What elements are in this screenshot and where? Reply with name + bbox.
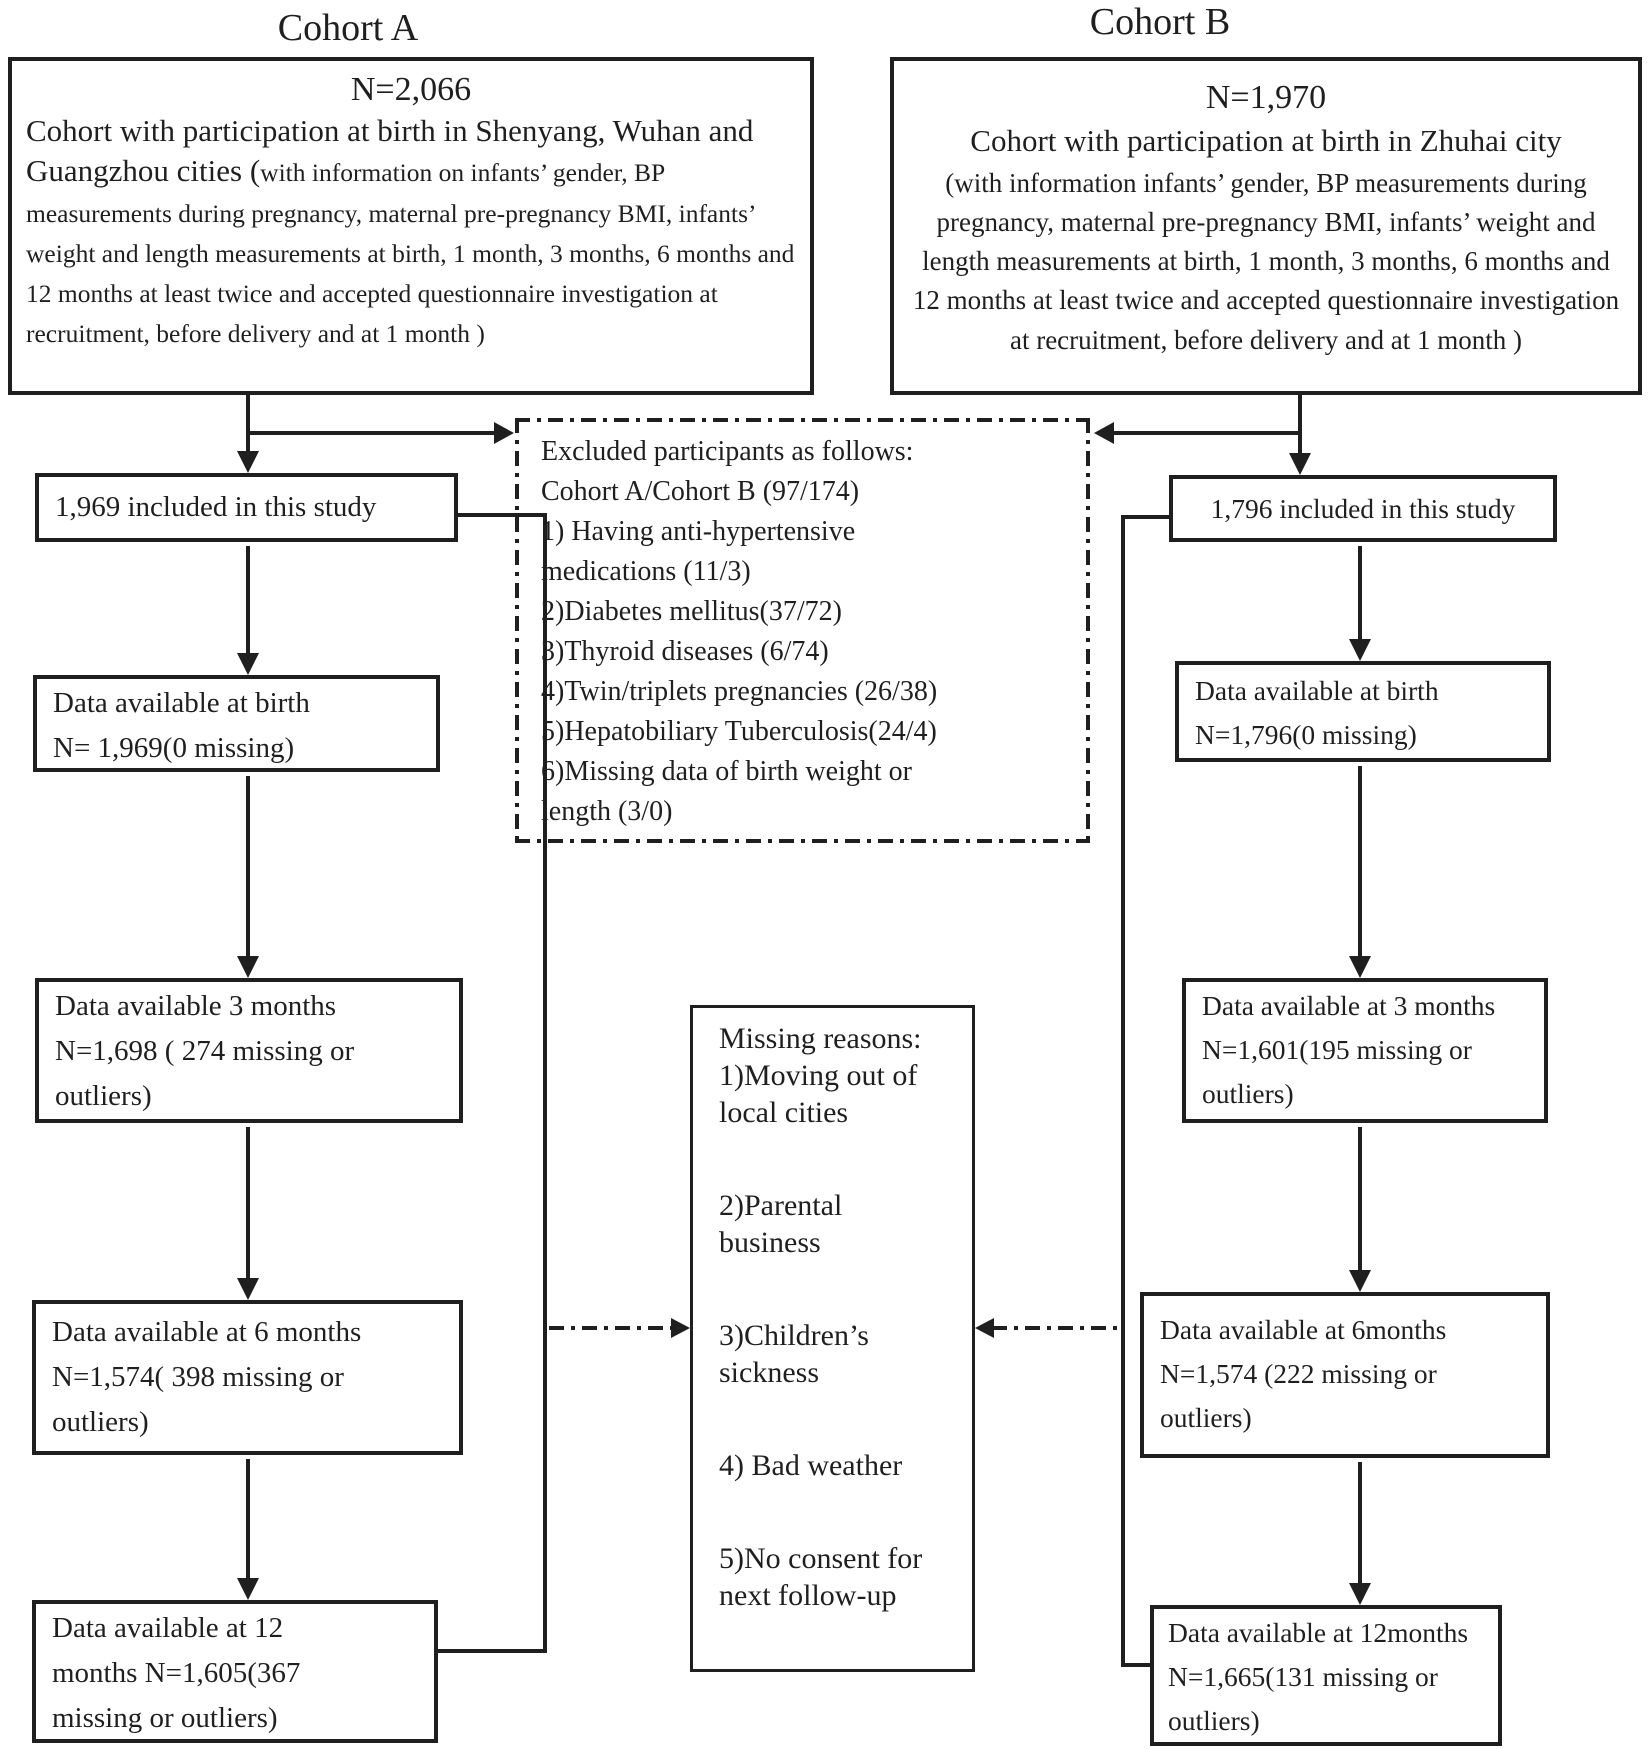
arrow-b-birth-to-3m-line (1358, 766, 1362, 956)
cohort-b-description: Cohort with participation at birth in Zh… (912, 119, 1620, 360)
arrow-a-6m-to-12m-line (246, 1459, 250, 1578)
branch-b-to-excluded-head (1094, 422, 1114, 444)
cohort-a-description: Cohort with participation at birth in Sh… (26, 111, 796, 353)
cohort-b-12months-label: Data available at 12months N=1,665(131 m… (1168, 1617, 1469, 1736)
cohort-a-n-count: N=2,066 (350, 71, 472, 108)
cohort-a-included-box: 1,969 included in this study (35, 473, 458, 542)
arrow-b-included-to-birth-head (1349, 639, 1371, 661)
cohort-a-birth-box: Data available at birth N= 1,969(0 missi… (33, 675, 440, 772)
excluded-box-border-left (515, 418, 519, 843)
cohort-a-12months-label: Data available at 12 months N=1,605(367 … (52, 1612, 301, 1734)
arrow-a-included-to-birth-head (237, 653, 259, 675)
dashdot-b-to-missing-line (992, 1326, 1123, 1330)
rail-b-top-segment (1121, 515, 1169, 519)
cohort-a-12months-box: Data available at 12 months N=1,605(367 … (32, 1600, 438, 1743)
missing-reason-item: 2)Parental business (719, 1189, 843, 1259)
rail-a-bottom-segment (438, 1649, 547, 1653)
excluded-box-border-bottom (515, 839, 1090, 843)
arrow-b-source-to-included-line (1298, 395, 1302, 453)
cohort-b-3months-label: Data available at 3 months N=1,601(195 m… (1202, 990, 1496, 1109)
arrow-a-source-to-included-line (246, 395, 250, 453)
arrow-b-3m-to-6m-head (1349, 1270, 1371, 1292)
excluded-title: Excluded participants as follows: (541, 436, 914, 467)
arrow-b-included-to-birth-line (1358, 546, 1362, 639)
cohort-b-title: Cohort B (1089, 1, 1231, 43)
missing-reasons-box: Missing reasons: 1)Moving out of local c… (690, 1005, 975, 1672)
excluded-item: 4)Twin/triplets pregnancies (26/38) (541, 676, 938, 707)
cohort-a-description-detail: with information on infants’ gender, BP … (26, 158, 795, 349)
excluded-item: 1) Having anti-hypertensive medications … (541, 516, 856, 587)
cohort-b-3months-box: Data available at 3 months N=1,601(195 m… (1182, 978, 1548, 1123)
arrow-a-source-to-included-head (237, 451, 259, 473)
arrow-a-birth-to-3m-line (246, 776, 250, 956)
missing-reason-item: 3)Children’s sickness (719, 1319, 869, 1389)
cohort-b-birth-box: Data available at birth N=1,796(0 missin… (1175, 661, 1551, 762)
cohort-b-source-box: N=1,970 Cohort with participation at bir… (890, 57, 1642, 395)
arrow-b-3m-to-6m-line (1358, 1127, 1362, 1270)
dashdot-b-to-missing-head (975, 1318, 994, 1338)
cohort-b-n-count: N=1,970 (1205, 79, 1327, 116)
excluded-item: 3)Thyroid diseases (6/74) (541, 636, 829, 667)
dashdot-a-to-missing-head (671, 1318, 690, 1338)
excluded-box-border-right (1086, 418, 1090, 843)
missing-reason-item: 1)Moving out of local cities (719, 1059, 918, 1129)
arrow-a-6m-to-12m-head (237, 1578, 259, 1600)
excluded-subtitle: Cohort A/Cohort B (97/174) (541, 476, 860, 507)
cohort-b-6months-label: Data available at 6months N=1,574 (222 m… (1160, 1314, 1447, 1433)
cohort-b-birth-label: Data available at birth N=1,796(0 missin… (1195, 675, 1439, 750)
excluded-box-border-top (515, 418, 1090, 422)
arrow-a-birth-to-3m-head (237, 956, 259, 978)
cohort-b-description-detail: (with information infants’ gender, BP me… (912, 167, 1620, 355)
excluded-item: 2)Diabetes mellitus(37/72) (541, 596, 842, 627)
arrow-b-6m-to-12m-line (1358, 1462, 1362, 1583)
arrow-b-6m-to-12m-head (1349, 1583, 1371, 1605)
excluded-item: 6)Missing data of birth weight or length… (541, 756, 912, 827)
cohort-b-6months-box: Data available at 6months N=1,574 (222 m… (1140, 1292, 1550, 1458)
cohort-b-description-lead: Cohort with participation at birth in Zh… (970, 123, 1562, 158)
cohort-a-source-box: N=2,066 Cohort with participation at bir… (8, 57, 814, 395)
missing-reasons-title: Missing reasons: (719, 1022, 922, 1055)
dashdot-a-to-missing-line (549, 1326, 673, 1330)
branch-a-to-excluded-head (494, 422, 514, 444)
arrow-b-source-to-included-head (1289, 453, 1311, 475)
arrow-a-3m-to-6m-head (237, 1278, 259, 1300)
cohort-a-description-lead: Cohort with participation at birth in Sh… (26, 113, 754, 189)
missing-reason-item: 4) Bad weather (719, 1449, 903, 1482)
arrow-b-birth-to-3m-head (1349, 956, 1371, 978)
cohort-a-included-label: 1,969 included in this study (55, 491, 377, 524)
rail-b-bottom-segment (1121, 1663, 1150, 1667)
arrow-a-3m-to-6m-line (246, 1127, 250, 1278)
missing-reason-item: 5)No consent for next follow-up (719, 1542, 923, 1612)
rail-a-top-segment (458, 513, 547, 517)
cohort-a-3months-box: Data available 3 months N=1,698 ( 274 mi… (35, 978, 463, 1123)
excluded-participants-box: Excluded participants as follows: Cohort… (515, 418, 1090, 843)
cohort-a-6months-label: Data available at 6 months N=1,574( 398 … (52, 1316, 362, 1438)
cohort-b-included-box: 1,796 included in this study (1169, 475, 1557, 542)
cohort-b-12months-box: Data available at 12months N=1,665(131 m… (1150, 1605, 1502, 1746)
cohort-a-3months-label: Data available 3 months N=1,698 ( 274 mi… (55, 990, 355, 1112)
arrow-a-included-to-birth-line (246, 546, 250, 653)
excluded-item: 5)Hepatobiliary Tuberculosis(24/4) (541, 716, 937, 747)
branch-a-to-excluded-line (246, 431, 496, 435)
cohort-a-birth-label: Data available at birth N= 1,969(0 missi… (53, 687, 310, 764)
cohort-a-6months-box: Data available at 6 months N=1,574( 398 … (32, 1300, 463, 1455)
rail-a-vertical-segment (543, 513, 547, 1653)
cohort-b-included-label: 1,796 included in this study (1210, 492, 1516, 524)
cohort-a-title: Cohort A (277, 7, 419, 49)
branch-b-to-excluded-line (1114, 431, 1302, 435)
rail-b-vertical-segment (1121, 515, 1125, 1667)
